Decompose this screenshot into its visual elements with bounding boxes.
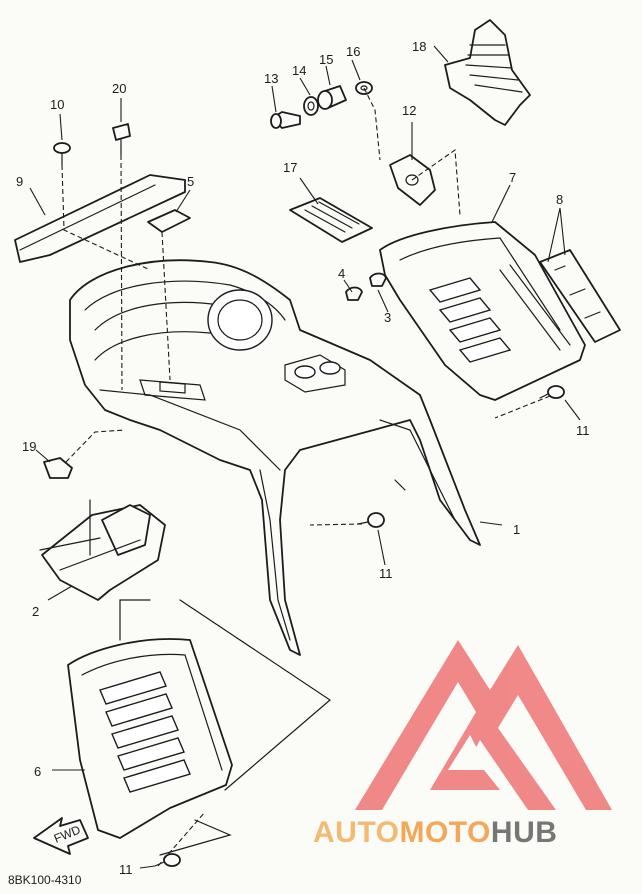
callout-19: 19 [22, 439, 36, 454]
logo-word-auto: AUTO [313, 816, 399, 849]
callout-20: 20 [112, 81, 126, 96]
part-7-right-louver-panel [379, 221, 586, 401]
part-2-lower-bracket [41, 504, 166, 601]
callout-2: 2 [32, 604, 39, 619]
part-6-left-louver-panel [67, 638, 233, 839]
part-17-label-plate [289, 197, 373, 243]
part-9-rail [14, 174, 186, 263]
part-13-screw [270, 111, 301, 129]
drawing-code: 8BK100-4310 [8, 873, 82, 887]
leader-lines [29, 45, 581, 869]
automotohub-logo-watermark: AUTOMOTOHUB [313, 640, 612, 849]
callout-15: 15 [319, 52, 333, 67]
part-18-rubber-boot [444, 19, 531, 126]
callout-8: 8 [556, 192, 563, 207]
part-1-front-cowl [69, 259, 481, 656]
part-19-clip [43, 457, 73, 479]
part-20-push-rivet [112, 123, 131, 156]
part-15-collar [317, 85, 347, 110]
part-14-washer [303, 96, 319, 116]
callout-5: 5 [187, 174, 194, 189]
callout-labels: 1 2 3 4 5 6 7 8 9 10 11 11 11 12 13 14 1… [16, 39, 590, 877]
callout-11-center: 11 [379, 566, 393, 581]
callout-1: 1 [513, 522, 520, 537]
part-11-bolt-lower [154, 853, 181, 867]
callout-18: 18 [412, 39, 426, 54]
callout-10: 10 [50, 97, 64, 112]
callout-3: 3 [384, 310, 391, 325]
callout-12: 12 [402, 103, 416, 118]
part-3-cap [369, 272, 387, 287]
callout-16: 16 [346, 44, 360, 59]
part-4-cap [345, 286, 363, 301]
callout-11-upper-right: 11 [576, 423, 590, 438]
logo-word-hub: HUB [491, 816, 558, 849]
callout-11-lower: 11 [119, 862, 133, 877]
assembly-guide-lines [39, 87, 551, 867]
callout-17: 17 [283, 160, 297, 175]
svg-text:AUTOMOTOHUB: AUTOMOTOHUB [313, 816, 557, 849]
part-8-trim-strip [539, 249, 621, 343]
part-10-clip [53, 142, 71, 166]
callout-7: 7 [509, 170, 516, 185]
callout-4: 4 [338, 266, 345, 281]
callout-14: 14 [292, 63, 306, 78]
part-11-bolt-upper-right [539, 385, 565, 399]
part-11-bolt-center [357, 512, 385, 528]
part-5-small-plate [147, 209, 191, 233]
logo-triangle-mark [355, 640, 612, 810]
fwd-arrow: FWD [33, 817, 89, 855]
callout-13: 13 [264, 71, 278, 86]
logo-word-moto: MOTO [399, 816, 490, 849]
callout-9: 9 [16, 174, 23, 189]
callout-6: 6 [34, 764, 41, 779]
